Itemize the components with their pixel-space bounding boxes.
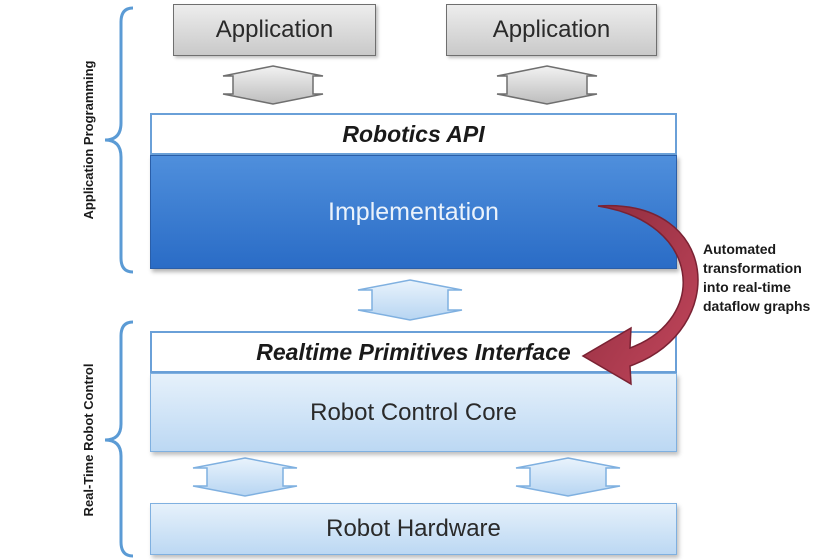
bracket-application-programming	[104, 6, 134, 274]
double-arrow-app-left	[222, 65, 324, 105]
annotation-line-1: Automated	[703, 241, 777, 257]
double-arrow-hw-left	[192, 457, 298, 497]
bracket-real-time-control	[104, 320, 134, 558]
annotation-line-4: dataflow graphs	[703, 298, 811, 314]
annotation-line-2: transformation	[703, 260, 802, 276]
robotics-api-box: Robotics API	[150, 113, 677, 155]
robot-control-core-box: Robot Control Core	[150, 373, 677, 452]
implementation-box: Implementation	[150, 155, 677, 269]
robot-hardware-box: Robot Hardware	[150, 503, 677, 555]
annotation-line-3: into real-time	[703, 279, 791, 295]
rpi-box: Realtime Primitives Interface	[150, 331, 677, 373]
curved-transformation-arrow	[581, 205, 699, 386]
double-arrow-impl-rpi	[357, 279, 463, 321]
double-arrow-hw-right	[515, 457, 621, 497]
transformation-annotation: Automated transformation into real-time …	[703, 240, 810, 316]
application-box-right: Application	[446, 4, 657, 56]
application-box-left: Application	[173, 4, 376, 56]
double-arrow-app-right	[496, 65, 598, 105]
